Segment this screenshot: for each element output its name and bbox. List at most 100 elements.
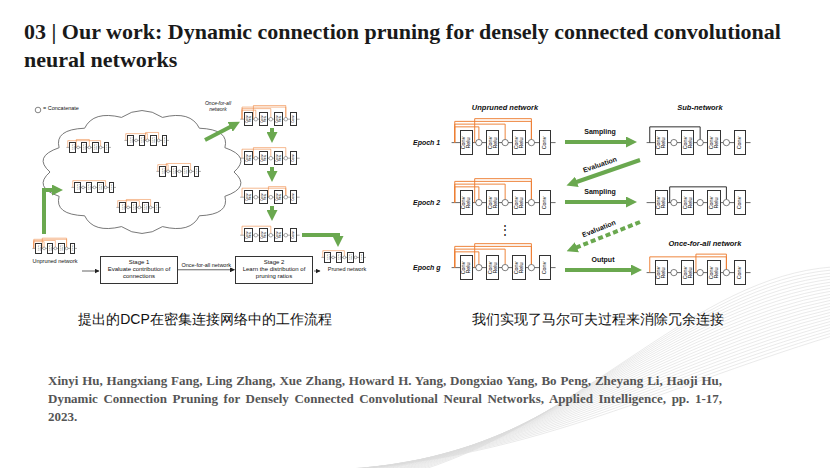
- concatenate-symbol: [697, 139, 703, 145]
- sampling-arrow: [565, 200, 628, 204]
- conv-block: Conv: [154, 202, 159, 213]
- conv-block: Conv: [70, 243, 75, 254]
- conv-block: Conv: [359, 252, 364, 263]
- concatenate-symbol: [354, 256, 357, 259]
- concatenate-symbol: [671, 199, 677, 205]
- flow-arrow: [82, 271, 99, 272]
- concatenate-symbol: [88, 146, 91, 149]
- concatenate-symbol: [138, 206, 141, 209]
- conv-block: Conv Relu: [681, 260, 695, 285]
- conv-block: Conv Relu: [336, 252, 343, 263]
- conv-block: Conv: [109, 182, 114, 193]
- epoch-label: Epoch 1: [413, 139, 440, 147]
- arrow-label: Output: [592, 256, 615, 264]
- conv-block: Conv Relu: [486, 190, 500, 215]
- figure-caption: 提出的DCP在密集连接网络中的工作流程: [78, 311, 332, 327]
- block-label: Conv Relu: [275, 155, 281, 162]
- stage-description: Learn the distribution of pruning ratios: [239, 266, 309, 280]
- network-label: Unpruned network: [26, 258, 84, 264]
- column-header: Unpruned network: [472, 104, 538, 113]
- block-label: Conv Relu: [245, 232, 251, 239]
- conv-block: Conv: [290, 112, 297, 126]
- concatenate-symbol: [723, 269, 729, 275]
- conv-block: Conv Relu: [655, 190, 669, 215]
- concatenate-symbol: [528, 264, 534, 270]
- conv-block: Conv Relu: [512, 190, 526, 215]
- conv-block: Conv Relu: [97, 182, 104, 193]
- conv-block: Conv Relu: [259, 228, 267, 242]
- conv-block: Conv Relu: [159, 166, 166, 177]
- conv-block: Conv Relu: [655, 260, 669, 285]
- concatenate-symbol: [476, 139, 482, 145]
- block-label: Conv Relu: [140, 138, 145, 143]
- block-label: Conv Relu: [348, 255, 353, 260]
- slide-title: 03 | Our work: Dynamic connection prunin…: [24, 18, 784, 74]
- block-label: Conv Relu: [513, 261, 524, 274]
- conv-block: Conv Relu: [92, 142, 99, 153]
- block-label: Conv Relu: [487, 261, 498, 274]
- stage-title: Stage 2: [239, 259, 309, 266]
- conv-block: Conv Relu: [171, 166, 178, 177]
- conv-block: Conv Relu: [512, 130, 526, 155]
- wave-line: [418, 270, 830, 468]
- conv-block: Conv Relu: [259, 190, 267, 204]
- concatenate-symbol: [502, 199, 508, 205]
- concatenate-symbol: [82, 186, 85, 189]
- block-label: Conv Relu: [708, 196, 719, 209]
- concatenate-symbol: [671, 139, 677, 145]
- block-label: Conv Relu: [461, 136, 472, 149]
- network-label: Once-for-all network: [669, 240, 742, 249]
- sampling-arrow: [565, 140, 628, 144]
- block-label: Conv Relu: [160, 169, 165, 174]
- connector-group: [178, 269, 235, 270]
- concatenate-symbol: [269, 195, 273, 199]
- network-label: Pruned network: [321, 266, 373, 272]
- conv-block: Conv Relu: [47, 243, 54, 254]
- conv-block: Conv Relu: [460, 190, 474, 215]
- concatenate-symbol: [254, 156, 258, 160]
- block-label: Conv Relu: [183, 169, 188, 174]
- block-label: Conv Relu: [513, 196, 524, 209]
- conv-block: Conv Relu: [324, 252, 331, 263]
- conv-block: Conv Relu: [244, 151, 252, 165]
- stage-description: Evaluate contribution of connections: [104, 266, 174, 280]
- epoch-label: Epoch 2: [413, 199, 440, 207]
- concatenate-symbol: [43, 247, 46, 250]
- conv-block: Conv Relu: [274, 112, 282, 126]
- concatenate-symbol: [502, 264, 508, 270]
- block-label: Conv: [737, 136, 742, 149]
- concatenate-symbol: [502, 139, 508, 145]
- block-label: Conv Relu: [59, 246, 64, 251]
- flow-arrow: [270, 128, 274, 134]
- concatenate-symbol: [476, 199, 482, 205]
- flow-arrow: [205, 126, 232, 140]
- conv-block: Conv Relu: [119, 202, 126, 213]
- block-label: Conv Relu: [260, 155, 266, 162]
- conv-block: Conv Relu: [244, 190, 252, 204]
- block-label: Conv Relu: [93, 145, 98, 150]
- arrow-label: Sampling: [584, 188, 616, 196]
- concatenate-symbol: [343, 256, 346, 259]
- block-label: Conv Relu: [275, 194, 281, 201]
- conv-block: Conv: [734, 130, 747, 155]
- block-label: Conv Relu: [245, 116, 251, 123]
- arrow-label: Sampling: [584, 128, 616, 136]
- concatenate-symbol: [189, 170, 192, 173]
- flow-arrow: [44, 190, 54, 234]
- conv-block: Conv Relu: [74, 182, 81, 193]
- block-label: Conv Relu: [143, 205, 148, 210]
- conv-block: Conv: [734, 260, 747, 285]
- wave-line: [410, 276, 830, 468]
- block-label: Conv: [292, 232, 295, 239]
- block-label: Conv: [737, 266, 742, 279]
- conv-block: Conv: [162, 135, 167, 146]
- block-label: Conv Relu: [132, 205, 137, 210]
- conv-block: Conv Relu: [35, 243, 42, 254]
- block-label: Conv Relu: [48, 246, 53, 251]
- ellipsis: ⋮: [499, 224, 511, 238]
- citation: Xinyi Hu, Hangxiang Fang, Ling Zhang, Xu…: [48, 372, 722, 426]
- block-label: Conv: [195, 169, 197, 174]
- arrow-label: Evaluation: [581, 218, 617, 239]
- block-label: Conv Relu: [656, 136, 667, 149]
- epoch-label: Epoch g: [413, 264, 441, 272]
